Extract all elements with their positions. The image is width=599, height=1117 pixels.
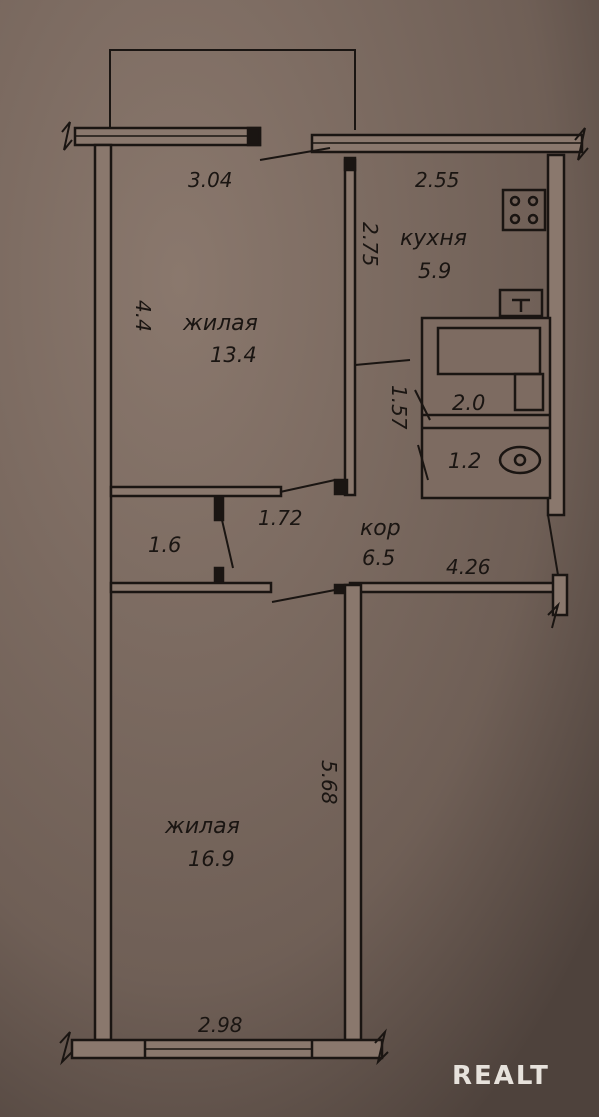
closet-stub-bottom (213, 566, 225, 586)
stove-burner (527, 195, 539, 207)
room-area-toilet: 1.2 (448, 449, 481, 473)
window-jamb (246, 126, 262, 147)
room-area-closet: 1.6 (148, 533, 181, 557)
corridor-wall (348, 581, 557, 594)
room-name-kitchen: кухня (400, 226, 467, 251)
break-mark-bottom-left (59, 1031, 73, 1066)
stove-burner (527, 213, 539, 225)
left-wall (93, 143, 113, 1042)
break-mark-bottom-right (374, 1028, 389, 1066)
break-mark-top-left (61, 121, 73, 151)
entrance-wall-stub (551, 573, 569, 617)
dim-top-left-width: 3.04 (188, 168, 233, 192)
room-name-living-top: жилая (182, 311, 258, 336)
bathtub (436, 326, 542, 376)
entrance-door (547, 514, 559, 576)
toilet (498, 445, 542, 475)
toilet-bowl (513, 453, 527, 467)
room-name-living-bottom: жилая (164, 814, 240, 839)
watermark-realt: REALT (452, 1061, 550, 1091)
bath-door (414, 389, 431, 421)
break-mark-entrance (547, 601, 560, 629)
dim-kitchen-depth: 2.75 (358, 222, 382, 267)
living-bottom-door (271, 589, 336, 603)
kitchen-door (354, 359, 411, 366)
living-top-door (279, 479, 336, 493)
closet-stub-top (213, 496, 225, 522)
walls (59, 49, 589, 1066)
room-area-corridor: 6.5 (362, 546, 395, 570)
wall-living-bottom-top (109, 581, 273, 594)
stove-burner (509, 195, 521, 207)
balcony-door (259, 147, 331, 161)
room-area-living-bottom: 16.9 (188, 847, 235, 871)
dim-living-bottom-depth: 5.68 (317, 760, 341, 805)
closet-door (221, 519, 234, 569)
dim-wc-depth: 1.57 (387, 385, 411, 430)
wall-living-bottom-right (343, 583, 363, 1042)
wc-door (417, 444, 429, 481)
balcony-outline (109, 49, 356, 130)
room-area-living-top: 13.4 (210, 343, 257, 367)
dim-hall-width: 1.72 (258, 506, 303, 530)
dim-kitchen-width: 2.55 (415, 168, 460, 192)
room-name-corridor: кор (360, 516, 401, 541)
dim-corridor-length: 4.26 (446, 555, 491, 579)
dim-living-top-depth: 4.4 (131, 300, 155, 332)
wc-block (420, 316, 552, 500)
stove (501, 188, 547, 232)
wall-living-kitchen (343, 158, 357, 497)
room-area-bathroom: 2.0 (452, 391, 485, 415)
sink (513, 372, 545, 412)
dim-bottom-width: 2.98 (198, 1013, 243, 1037)
room-area-kitchen: 5.9 (418, 259, 451, 283)
wall-living-top-bottom (109, 485, 283, 498)
stove-burner (509, 213, 521, 225)
wall-stub-2 (333, 478, 349, 496)
water-heater (498, 288, 544, 318)
break-mark-top-right (574, 127, 589, 161)
wall-stub (343, 156, 357, 172)
